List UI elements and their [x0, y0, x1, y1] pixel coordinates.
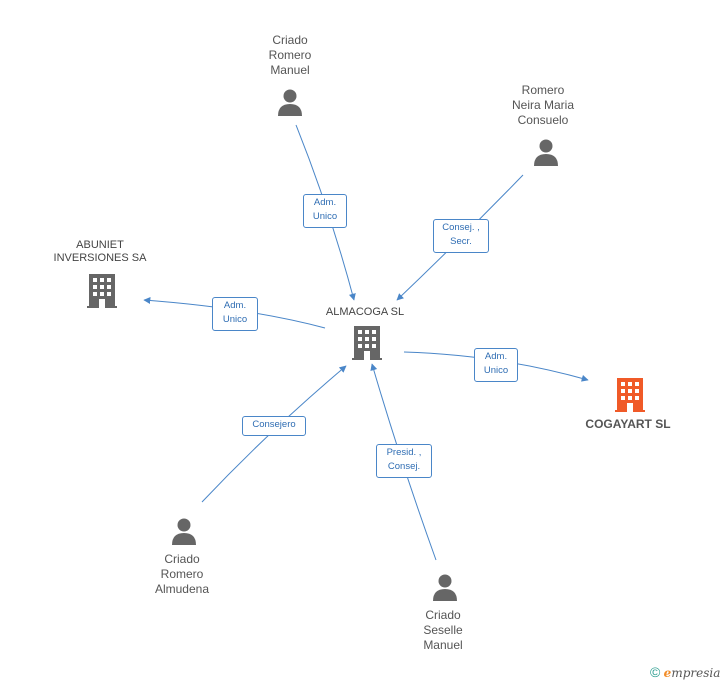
building-icon [352, 326, 382, 360]
node-label-cogayart[interactable]: COGAYART SL [585, 417, 671, 431]
person-icon [278, 89, 302, 116]
person-icon [172, 518, 196, 545]
person-icon [433, 574, 457, 601]
person-icon [534, 139, 558, 166]
edge-label-consej-secr: Consej. , Secr. [433, 219, 489, 253]
edge-label-presid-consej: Presid. , Consej. [376, 444, 432, 478]
node-label-abuniet[interactable]: ABUNIET INVERSIONES SA [53, 239, 147, 264]
node-label-almacoga[interactable]: ALMACOGA SL [325, 306, 405, 318]
node-label-romero-neira-consuelo[interactable]: Romero Neira Maria Consuelo [511, 83, 574, 127]
node-label-criado-romero-manuel[interactable]: Criado Romero Manuel [268, 33, 312, 77]
building-icon-highlight [615, 378, 645, 412]
footer-brand: © empresia [650, 664, 720, 680]
copyright-icon: © [650, 664, 661, 680]
node-label-criado-romero-almudena[interactable]: Criado Romero Almudena [154, 552, 210, 596]
node-label-criado-seselle-manuel[interactable]: Criado Seselle Manuel [423, 608, 463, 652]
brand-logo-initial: e [663, 666, 672, 680]
edge-label-consejero: Consejero [242, 416, 306, 436]
edge-label-adm-unico-cogayart: Adm. Unico [474, 348, 518, 382]
building-icon [87, 274, 117, 308]
edge-label-adm-unico-manuel: Adm. Unico [303, 194, 347, 228]
edge-label-adm-unico-abuniet: Adm. Unico [212, 297, 258, 331]
brand-logo-text: mpresia [671, 666, 721, 680]
